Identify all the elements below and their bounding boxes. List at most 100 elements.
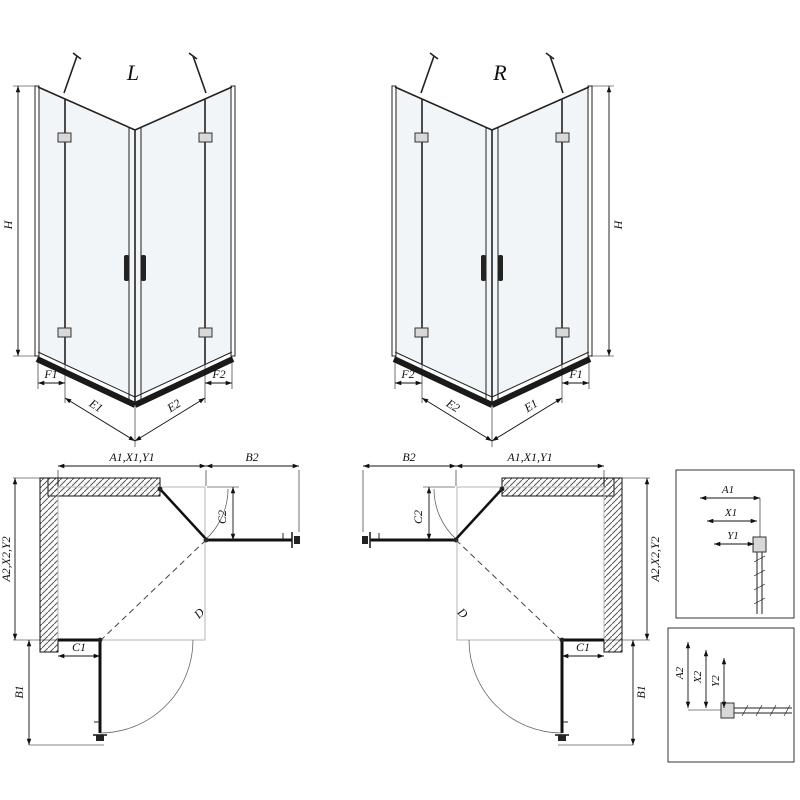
rod-wall-mount [429, 52, 439, 60]
glass-hatch [753, 597, 766, 605]
hinge-icon [414, 327, 429, 338]
handle-icon [124, 255, 129, 281]
glass-hatch [753, 583, 766, 591]
hinge-icon [57, 132, 72, 143]
bottom-glass-edge [491, 351, 590, 398]
hinge-point [499, 486, 505, 492]
door-swing-arc [468, 639, 563, 734]
top-edge [134, 86, 233, 131]
dim-label-c2: C2 [411, 510, 425, 524]
front-view-right: R H [391, 52, 625, 447]
wall-bracket [294, 536, 300, 544]
hinge-icon [198, 327, 213, 338]
top-edge [37, 86, 136, 131]
rod-wall-mount [188, 52, 198, 60]
top-edge [394, 86, 493, 131]
variant-label-left: L [126, 60, 139, 85]
dim-label-c1: C1 [576, 640, 590, 654]
hinge-icon [555, 132, 570, 143]
front-view-left: L H [1, 52, 236, 447]
hinge-icon [555, 327, 570, 338]
detail-frame [675, 469, 795, 619]
hinge-icon [414, 132, 429, 143]
bottom-glass-edge [394, 351, 493, 398]
variant-label-right: R [492, 60, 507, 85]
door-swing-arc [205, 488, 229, 540]
tray-profile [133, 356, 235, 408]
stabilizer-rod [192, 55, 207, 94]
dim-label-b1: B1 [634, 685, 648, 698]
rod-wall-mount [72, 52, 82, 60]
glass-hatch [753, 569, 766, 577]
dim-label-c1: C1 [72, 640, 86, 654]
glass-panel [395, 88, 492, 398]
plan-view-right: D A1,X1,Y1 B2 C2 A2,X2,Y2 B1 C1 [362, 450, 662, 746]
diagonal-dashed-line [455, 539, 562, 641]
door-swing-arc [99, 639, 194, 734]
detail-frame [667, 627, 795, 763]
dim-label-e1: E1 [86, 396, 106, 415]
rod-wall-mount [545, 52, 555, 60]
top-edge [491, 86, 590, 131]
dim-label-b1: B1 [12, 685, 26, 698]
detail-box-bottom: A2 X2 Y2 [667, 627, 795, 763]
hinge-icon [57, 327, 72, 338]
dim-label-x1: X1 [724, 507, 737, 519]
wall-bracket [362, 536, 368, 544]
dim-label-e1: E1 [521, 396, 541, 415]
handle-icon [498, 255, 503, 281]
dim-label-h: H [611, 219, 625, 230]
wall-hatch-right [603, 477, 623, 653]
tray-outline [57, 486, 206, 641]
dim-label-a2x2y2: A2,X2,Y2 [0, 536, 13, 582]
door-leaf [159, 488, 207, 540]
door-leaf [455, 488, 503, 540]
wall-profile [230, 85, 236, 357]
glass-panel [135, 88, 231, 398]
dim-label-f2: F2 [211, 367, 225, 381]
dim-label-e2: E2 [443, 396, 463, 415]
wall-bracket [96, 735, 104, 741]
wall-bracket [558, 735, 566, 741]
dim-label-c2: C2 [215, 510, 229, 524]
dim-label-e2: E2 [164, 396, 184, 415]
dim-label-a2x2y2: A2,X2,Y2 [648, 536, 662, 582]
hinge-point [157, 486, 163, 492]
dim-label-x2: X2 [692, 670, 704, 684]
profile-section [752, 536, 767, 553]
tray-profile [490, 356, 592, 408]
dim-label-b2: B2 [402, 450, 415, 464]
door-swing-arc [433, 488, 457, 540]
handle-icon [481, 255, 486, 281]
dim-label-y2: Y2 [710, 675, 722, 687]
hinge-point [97, 637, 103, 643]
detail-box-top: A1 X1 Y1 [675, 469, 795, 619]
dim-label-f1: F1 [568, 367, 582, 381]
dimension-line-e2 [134, 397, 206, 442]
glass-hatch [753, 555, 766, 563]
profile-section [720, 702, 735, 719]
bottom-glass-edge [134, 351, 233, 398]
dimension-line-e1 [64, 397, 136, 442]
stabilizer-rod [420, 55, 435, 94]
dim-label-a2: A2 [674, 666, 686, 680]
handle-icon [141, 255, 146, 281]
plan-view-left: D A1,X1,Y1 B2 C2 A2,X2,Y2 B1 C1 [0, 450, 300, 746]
tray-profile [392, 356, 494, 408]
diagonal-dashed-line [100, 539, 207, 641]
glass-hatch [755, 704, 763, 717]
wall-profile [391, 85, 397, 357]
glass-panel [492, 88, 589, 398]
glass-hatch [783, 704, 791, 717]
wall-profile [34, 85, 40, 357]
dim-label-a1: A1 [721, 484, 734, 496]
dim-label-y1: Y1 [727, 530, 739, 542]
dimension-line-e1 [491, 397, 563, 442]
glass-panel [39, 88, 135, 398]
wall-hatch-left [39, 477, 59, 653]
tray-outline [456, 486, 605, 641]
stabilizer-rod [63, 55, 78, 94]
dimension-line-e2 [421, 397, 493, 442]
